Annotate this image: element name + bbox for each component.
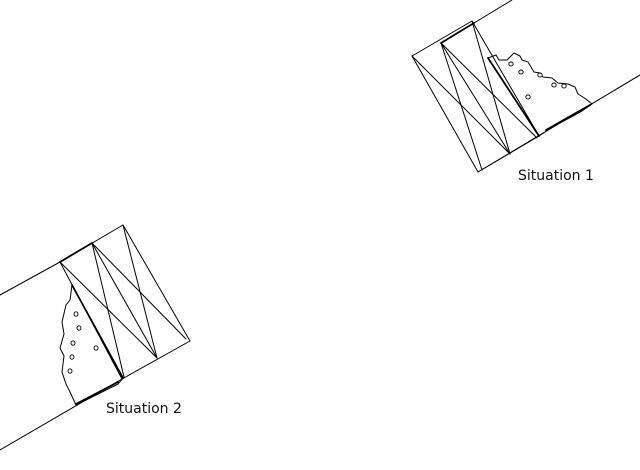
situation-1-terrain-outline (487, 52, 593, 137)
situation-1-label: Situation 1 (518, 168, 594, 184)
situation-1-deck-divider (440, 42, 511, 155)
situation-2-marker (70, 340, 76, 346)
situation-2-brace-4 (91, 242, 125, 378)
situation-2-wall-line (71, 284, 124, 379)
situation-2-marker (76, 325, 82, 331)
situation-2-deck-top-edge (59, 242, 93, 263)
situation-1-deck-top-edge (440, 22, 475, 44)
situation-1-marker (525, 94, 531, 100)
situation-2-group: Situation 2 (0, 224, 191, 451)
situation-1-marker (518, 69, 524, 75)
situation-2-deck-divider (91, 242, 158, 359)
situation-1-marker (508, 61, 514, 67)
situation-1-brace-3 (440, 42, 538, 139)
situation-2-marker (67, 368, 73, 374)
situation-2-marker (69, 354, 75, 360)
situation-1-brace-2 (440, 42, 483, 171)
situation-1-markers (508, 61, 567, 100)
situation-2-brace-2 (91, 242, 187, 340)
situation-1-marker (537, 72, 543, 78)
situation-2-terrain-outline (59, 284, 124, 406)
situation-2-markers (67, 311, 99, 374)
situation-1-brace-4 (471, 20, 511, 155)
situation-1-terrain-base (545, 104, 591, 131)
situation-1-group: Situation 1 (411, 0, 640, 184)
situation-1-wall-line (487, 57, 540, 137)
situation-2-marker (93, 345, 99, 351)
situation-1-marker (551, 82, 557, 88)
situation-2-label: Situation 2 (106, 401, 182, 417)
situation-2-brace-3 (122, 224, 158, 359)
situation-2-terrain-base (75, 381, 119, 405)
situation-2-road-edge-upper (0, 261, 61, 296)
situation-1-marker (561, 83, 567, 89)
situation-2-marker (73, 311, 79, 317)
